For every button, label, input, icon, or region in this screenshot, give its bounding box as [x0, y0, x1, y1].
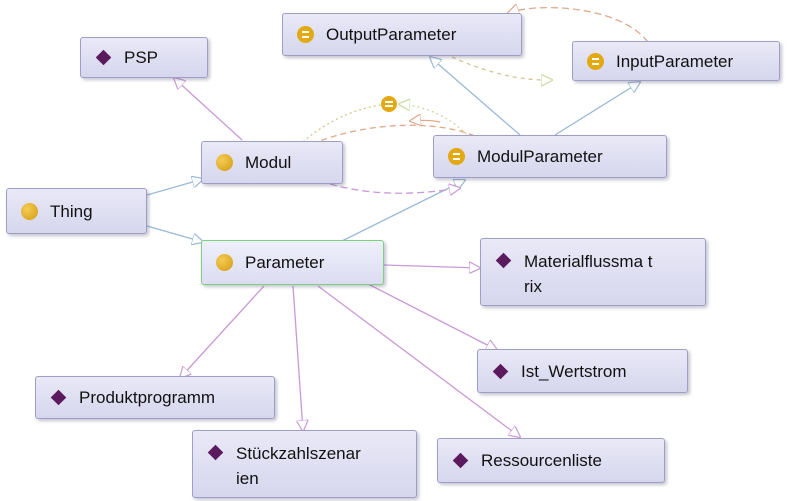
individual-diamond-icon	[207, 444, 224, 461]
individual-diamond-icon	[492, 363, 509, 379]
edge-parameter-materialflussmatrix	[383, 265, 480, 268]
edge-parameter-ressourcenliste	[317, 285, 520, 437]
node-parameter[interactable]: Parameter	[201, 240, 384, 285]
individual-diamond-icon	[452, 452, 469, 469]
node-produktprogramm[interactable]: Produktprogramm	[35, 376, 275, 419]
edge-modul-modulparameter-property	[311, 124, 476, 145]
node-output-parameter[interactable]: OutputParameter	[282, 13, 522, 56]
node-psp[interactable]: PSP	[80, 37, 208, 78]
individual-diamond-icon	[95, 49, 112, 66]
object-property-icon	[448, 148, 465, 165]
node-label: ModulParameter	[477, 147, 603, 166]
edge-modulparameter-outputparameter	[430, 57, 521, 136]
node-thing[interactable]: Thing	[6, 188, 147, 234]
node-label: Ist_Wertstrom	[521, 361, 627, 381]
individual-diamond-icon	[50, 389, 67, 406]
node-label: Parameter	[245, 253, 325, 272]
node-label: Ressourcenliste	[481, 451, 602, 470]
individual-diamond-icon	[495, 252, 512, 269]
edge-property-arrow	[410, 120, 441, 122]
node-stueckzahlszenarien[interactable]: Stückzahlszenar ien	[192, 430, 417, 498]
edge-parameter-modulparameter	[341, 180, 465, 242]
edge-parameter-istwertstrom	[367, 283, 497, 350]
node-label: Materialflussma trix	[524, 252, 653, 296]
edge-thing-modul	[146, 179, 203, 196]
edge-outputparameter-inputparameter	[451, 56, 552, 80]
node-label: InputParameter	[616, 51, 734, 71]
node-ist-wertstrom[interactable]: Ist_Wertstrom	[477, 349, 688, 393]
node-label: Produktprogramm	[79, 388, 216, 407]
object-property-icon	[297, 26, 314, 43]
node-label: PSP	[124, 48, 159, 67]
node-label: Modul	[245, 153, 292, 172]
edge-modul-modulparameter-range	[329, 184, 460, 193]
class-circle-icon	[21, 202, 38, 220]
edge-modul-property-domain	[302, 104, 382, 143]
class-circle-icon	[216, 254, 233, 271]
object-property-icon	[587, 52, 604, 70]
node-modul[interactable]: Modul	[201, 141, 343, 184]
edge-inputparameter-outputparameter	[508, 8, 649, 43]
edge-modul-psp	[174, 78, 243, 141]
edge-parameter-produktprogramm	[180, 285, 265, 378]
node-ressourcenliste[interactable]: Ressourcenliste	[437, 438, 665, 483]
edge-thing-parameter	[146, 225, 203, 242]
object-property-icon[interactable]	[381, 96, 397, 112]
node-materialflussmatrix[interactable]: Materialflussma trix	[480, 238, 706, 306]
edge-modulparameter-inputparameter	[554, 82, 640, 136]
node-label: Thing	[50, 201, 93, 221]
edge-modulparameter-property-range	[399, 104, 471, 139]
edge-parameter-stueckzahlszenarien	[292, 285, 303, 431]
class-circle-icon	[216, 154, 233, 171]
node-label: OutputParameter	[326, 25, 457, 44]
node-modul-parameter[interactable]: ModulParameter	[433, 135, 667, 178]
node-label: Stückzahlszenar ien	[236, 444, 361, 488]
node-input-parameter[interactable]: InputParameter	[572, 41, 780, 81]
